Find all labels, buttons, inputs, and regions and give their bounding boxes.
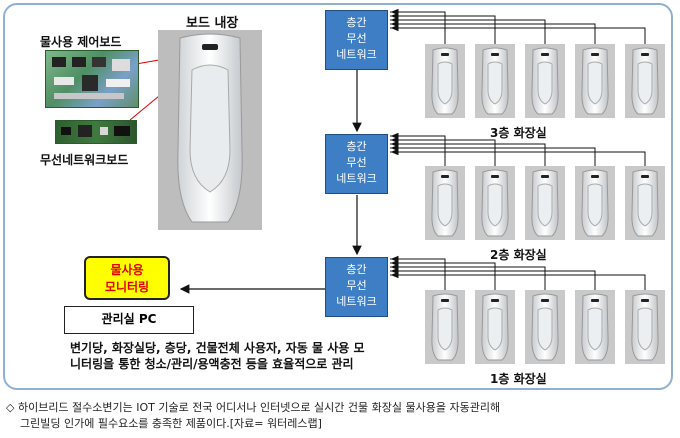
wire-arrow-3f-1 [390, 8, 399, 16]
wireless-board-label: 무선네트워크보드 [40, 153, 129, 167]
wire-arrow-1f-5 [390, 271, 399, 279]
control-board-label: 물사용 제어보드 [40, 35, 122, 49]
urinal-3f-2 [475, 44, 515, 118]
urinal-3f-1 [425, 44, 465, 118]
wire-arrow-3f-3 [390, 16, 399, 24]
urinal-2f-2 [475, 166, 515, 240]
caption-line1: ◇ 하이브리드 절수소변기는 IOT 기술로 전국 어디서나 인터넷으로 실시간… [6, 401, 501, 414]
monitoring-description: 변기당, 화장실당, 층당, 건물전체 사용자, 자동 물 사용 모 니터링을 … [70, 340, 365, 372]
wire-arrow-3f-4 [390, 20, 399, 28]
monitor-line2: 모니터링 [104, 280, 150, 294]
wire-arrow-2f-4 [390, 144, 399, 152]
wire-2f-3 [390, 143, 546, 166]
water-monitoring-box: 물사용 모니터링 [84, 256, 170, 300]
wire-arrow-3f-5 [390, 24, 399, 32]
network-box-2f-line3: 네트워크 [336, 172, 377, 185]
wire-arrow-1f-3 [390, 263, 399, 271]
urinal-3f-4 [575, 44, 615, 118]
wire-3f-1 [390, 11, 446, 44]
wire-arrow-1f-2 [390, 259, 399, 267]
network-box-3f-line3: 네트워크 [336, 48, 377, 61]
builtin-urinal-icon [177, 33, 243, 223]
network-box-1f-line1: 층간 [346, 263, 367, 276]
management-pc-box: 관리실 PC [64, 306, 194, 334]
caption-line2: 그린빌딩 인가에 필수요소를 충족한 제품이다.[자료= 워터레스랩] [20, 417, 322, 430]
builtin-urinal-photo [158, 30, 262, 230]
wire-1f-2 [390, 262, 496, 290]
urinal-1f-2 [475, 290, 515, 364]
wireless-board-chips [61, 125, 130, 137]
wire-2f-1 [390, 135, 446, 166]
urinal-2f-1 [425, 166, 465, 240]
network-box-1f-line3: 네트워크 [336, 295, 377, 308]
network-box-2f-line2: 무선 [346, 156, 367, 169]
wire-2f-5 [390, 151, 646, 166]
wire-3f-5 [390, 27, 646, 44]
wireless-board-image [55, 120, 137, 144]
control-board-image [45, 50, 139, 108]
wire-1f-3 [390, 266, 546, 290]
network-box-2f-line1: 층간 [346, 140, 367, 153]
wire-arrow-1f-4 [390, 267, 399, 275]
urinal-2f-5 [625, 166, 665, 240]
network-box-3f-line1: 층간 [346, 16, 367, 29]
wire-arrow-2f-1 [390, 132, 399, 140]
urinal-1f-5 [625, 290, 665, 364]
urinal-3f-3 [525, 44, 565, 118]
wire-1f-5 [390, 274, 646, 290]
wire-1f-4 [390, 270, 596, 290]
urinal-1f-3 [525, 290, 565, 364]
wire-arrow-2f-3 [390, 140, 399, 148]
wire-arrow-2f-2 [390, 136, 399, 144]
network-box-2f: 층간 무선 네트워크 [325, 134, 388, 194]
figure-caption: ◇ 하이브리드 절수소변기는 IOT 기술로 전국 어디서나 인터넷으로 실시간… [6, 400, 500, 432]
wire-1f-1 [390, 258, 446, 290]
wire-3f-2 [390, 15, 496, 44]
wire-2f-4 [390, 147, 596, 166]
network-box-1f-line2: 무선 [346, 279, 367, 292]
network-box-3f-line2: 무선 [346, 32, 367, 45]
floor2-label: 2층 화장실 [490, 248, 547, 262]
monitor-line1: 물사용 [110, 263, 144, 277]
wire-arrow-3f-2 [390, 12, 399, 20]
control-board-chips [52, 57, 130, 99]
description-line2: 니터링을 통한 청소/관리/용액충전 등을 효율적으로 관리 [70, 357, 354, 371]
floor3-label: 3층 화장실 [490, 126, 547, 140]
wire-2f-2 [390, 139, 496, 166]
urinal-1f-4 [575, 290, 615, 364]
wire-arrow-2f-5 [390, 148, 399, 156]
network-box-1f: 층간 무선 네트워크 [325, 257, 388, 317]
wire-3f-4 [390, 23, 596, 44]
urinal-2f-3 [525, 166, 565, 240]
floor1-label: 1층 화장실 [490, 372, 547, 386]
board-builtin-title: 보드 내장 [186, 16, 239, 31]
wire-arrow-1f-1 [390, 255, 399, 263]
urinal-2f-4 [575, 166, 615, 240]
urinal-3f-5 [625, 44, 665, 118]
wire-3f-3 [390, 19, 546, 44]
network-box-3f: 층간 무선 네트워크 [325, 10, 388, 70]
urinal-1f-1 [425, 290, 465, 364]
description-line1: 변기당, 화장실당, 층당, 건물전체 사용자, 자동 물 사용 모 [70, 341, 365, 355]
